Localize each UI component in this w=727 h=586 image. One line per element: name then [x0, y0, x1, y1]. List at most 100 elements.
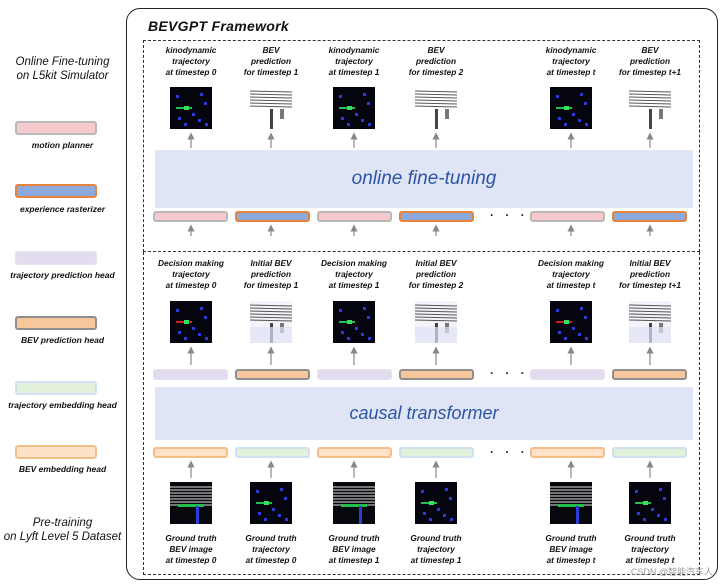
- ground-truth-image-3: [415, 482, 457, 524]
- legend-label-bev-prediction-head: BEV prediction head: [20, 335, 105, 345]
- legend-label-trajectory-embedding-head: trajectory embedding head: [8, 400, 117, 410]
- pretrain-output-caption-line: Decision making: [321, 258, 387, 268]
- prediction-ellipsis: · · ·: [490, 366, 529, 380]
- online-output-caption-line: kinodynamic: [165, 45, 217, 55]
- ground-truth-caption-line: at timestep 0: [165, 555, 217, 565]
- pretrain-output-caption-line: at timestep t: [546, 280, 596, 290]
- online-output-caption-line: trajectory: [172, 56, 210, 66]
- ground-truth-caption-line: at timestep 0: [245, 555, 297, 565]
- online-token-0: [153, 211, 228, 222]
- ground-truth-image-0: [170, 482, 212, 524]
- ground-truth-image-2: [333, 482, 375, 524]
- ground-truth-caption-line: at timestep 1: [328, 555, 380, 565]
- prediction-head-3: [399, 369, 474, 380]
- embedding-head-5: [612, 447, 687, 458]
- pretrain-output-image-5: [629, 301, 671, 343]
- ground-truth-caption-line: trajectory: [417, 544, 455, 554]
- online-output-caption-line: prediction: [250, 56, 292, 66]
- ground-truth-caption-line: BEV image: [169, 544, 213, 554]
- online-finetuning-band: online fine-tuning: [155, 150, 693, 208]
- legend-label-trajectory-prediction-head: trajectory prediction head: [10, 270, 115, 280]
- legend-swatch-bev-embedding-head: [15, 445, 97, 459]
- pretrain-output-caption-line: trajectory: [552, 269, 590, 279]
- online-output-caption-line: BEV: [641, 45, 659, 55]
- causal-transformer-band: causal transformer: [155, 387, 693, 440]
- pretraining-section: [143, 252, 700, 575]
- online-output-caption-line: for timestep 1: [243, 67, 299, 77]
- pretrain-output-caption-line: Initial BEV: [629, 258, 671, 268]
- pretrain-output-caption-line: prediction: [415, 269, 457, 279]
- online-token-2: [317, 211, 392, 222]
- pretrain-output-caption-line: at timestep 1: [328, 280, 380, 290]
- ground-truth-caption-line: trajectory: [252, 544, 290, 554]
- pretrain-output-caption-line: for timestep 2: [408, 280, 464, 290]
- ground-truth-caption-line: Ground truth: [245, 533, 297, 543]
- embedding-head-4: [530, 447, 605, 458]
- online-output-caption-line: kinodynamic: [328, 45, 380, 55]
- online-output-image-2: [333, 87, 375, 129]
- legend-swatch-experience-rasterizer: [15, 184, 97, 198]
- ground-truth-caption-line: Ground truth: [328, 533, 380, 543]
- online-token-1: [235, 211, 310, 222]
- online-output-caption-line: for timestep 2: [408, 67, 464, 77]
- legend-swatch-motion-planner: [15, 121, 97, 135]
- pretrain-output-image-1: [250, 301, 292, 343]
- pretrain-output-caption-line: prediction: [629, 269, 671, 279]
- prediction-head-2: [317, 369, 392, 380]
- pretrain-output-caption-line: prediction: [250, 269, 292, 279]
- pretraining-title: Pre-training on Lyft Level 5 Dataset: [0, 516, 125, 544]
- online-output-image-1: [250, 87, 292, 129]
- online-output-image-0: [170, 87, 212, 129]
- online-output-caption-line: at timestep 0: [165, 67, 217, 77]
- online-ellipsis: · · ·: [490, 208, 529, 222]
- watermark: CSDN @智能汽车人: [630, 567, 713, 577]
- pretraining-title-line1: Pre-training: [32, 517, 93, 529]
- ground-truth-caption-line: at timestep 1: [410, 555, 462, 565]
- ground-truth-image-5: [629, 482, 671, 524]
- ground-truth-image-4: [550, 482, 592, 524]
- online-token-3: [399, 211, 474, 222]
- ground-truth-caption-line: Ground truth: [545, 533, 597, 543]
- legend-swatch-trajectory-embedding-head: [15, 381, 97, 395]
- pretrain-output-caption-line: Initial BEV: [250, 258, 292, 268]
- pretrain-output-caption-line: for timestep 1: [243, 280, 299, 290]
- online-output-caption-line: trajectory: [552, 56, 590, 66]
- online-output-image-4: [550, 87, 592, 129]
- online-output-caption-line: BEV: [427, 45, 445, 55]
- prediction-head-5: [612, 369, 687, 380]
- ground-truth-caption-line: Ground truth: [410, 533, 462, 543]
- prediction-head-1: [235, 369, 310, 380]
- ground-truth-caption-line: BEV image: [549, 544, 593, 554]
- embedding-head-2: [317, 447, 392, 458]
- online-output-caption-line: prediction: [629, 56, 671, 66]
- legend-swatch-trajectory-prediction-head: [15, 251, 97, 265]
- pretrain-output-caption-line: for timestep t+1: [618, 280, 681, 290]
- online-finetuning-title: Online Fine-tuning on L5kit Simulator: [0, 55, 125, 83]
- online-output-caption-line: for timestep t+1: [618, 67, 681, 77]
- pretrain-output-image-4: [550, 301, 592, 343]
- online-output-caption-line: at timestep 1: [328, 67, 380, 77]
- embedding-ellipsis: · · ·: [490, 445, 529, 459]
- pretrain-output-caption-line: at timestep 0: [165, 280, 217, 290]
- embedding-head-3: [399, 447, 474, 458]
- pretrain-output-caption-line: Initial BEV: [415, 258, 457, 268]
- pretrain-output-image-2: [333, 301, 375, 343]
- ground-truth-image-1: [250, 482, 292, 524]
- online-output-caption-line: prediction: [415, 56, 457, 66]
- online-output-caption-line: trajectory: [335, 56, 373, 66]
